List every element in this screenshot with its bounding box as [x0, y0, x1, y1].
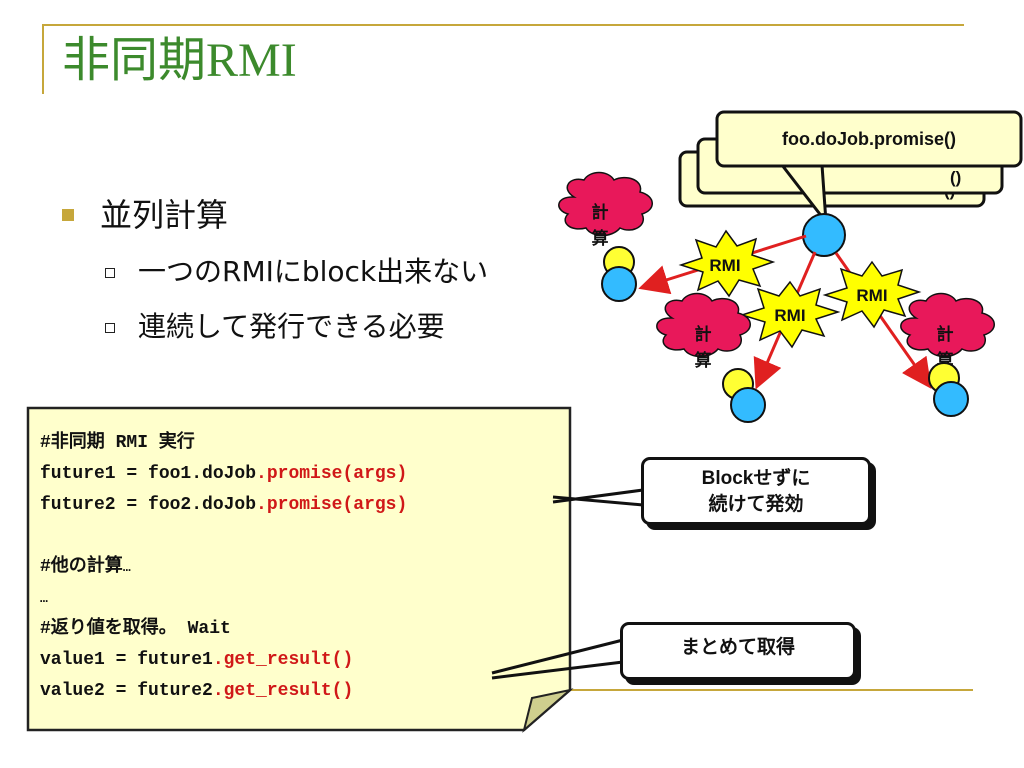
sub-bullet-square-icon: [105, 268, 115, 278]
node-blue-right: [933, 381, 969, 417]
title-jp: 非同期: [62, 32, 207, 88]
svg-text:RMI: RMI: [774, 306, 805, 325]
code-text: #非同期 RMI 実行: [40, 433, 195, 453]
svg-text:RMI: RMI: [856, 286, 887, 305]
promise-box-back: [678, 150, 986, 208]
code-text: #返り値を取得。 Wait: [40, 619, 231, 639]
node-yellow-right: [928, 362, 960, 394]
code-line: #返り値を取得。 Wait: [40, 614, 407, 645]
rmi-burst-1: RMI: [678, 229, 776, 298]
promise-stack: () () foo.doJob.promise(): [678, 110, 1023, 227]
frame-top-rule: [42, 24, 964, 26]
promise-box-front-text: foo.doJob.promise(): [782, 129, 956, 149]
sub-bullet-consecutive: 連続して発行できる必要: [138, 310, 445, 343]
code-text: #他の計算: [40, 557, 123, 577]
compute-node-middle: 計 算: [656, 292, 766, 423]
node-yellow-middle: [722, 368, 754, 400]
promise-box-back-text: (): [944, 181, 955, 200]
code-method-call: .promise(args): [256, 464, 408, 484]
slide-title: 非同期RMI: [62, 34, 297, 88]
arrow-to-middle: [753, 251, 817, 390]
sub-bullet-no-block: 一つのRMIにblock出来ない: [138, 255, 489, 288]
callout-no-block: Blockせずに 続けて発効: [641, 457, 871, 525]
callout-no-block-line2: 続けて発効: [708, 494, 804, 515]
code-text: …: [40, 591, 48, 606]
bullet-square-icon: [62, 209, 74, 221]
code-text: value1 = future1: [40, 650, 213, 670]
arrow-to-left: [638, 234, 807, 295]
code-line: value2 = future2.get_result(): [40, 676, 407, 707]
code-method-call: .get_result(): [212, 681, 354, 701]
code-line: future2 = foo2.doJob.promise(args): [40, 490, 407, 521]
promise-box-front: [715, 110, 1023, 168]
code-text: future1 = foo1.doJob: [40, 464, 257, 484]
central-node: [802, 213, 846, 257]
svg-text:算: 算: [694, 350, 712, 370]
node-blue-left: [601, 266, 637, 302]
compute-cloud-middle: [656, 292, 751, 358]
code-text: value2 = future2: [40, 681, 213, 701]
title-rmi: RMI: [206, 34, 297, 87]
code-line: value1 = future1.get_result(): [40, 645, 407, 676]
frame-bottom-rule: [568, 689, 973, 691]
code-line: [40, 521, 407, 552]
code-line: #他の計算…: [40, 552, 407, 583]
node-blue-middle: [730, 387, 766, 423]
compute-node-left: 計 算: [558, 171, 653, 302]
svg-text:算: 算: [591, 228, 609, 248]
promise-box-mid: [696, 137, 1004, 195]
svg-text:算: 算: [936, 350, 954, 370]
code-method-call: .promise(args): [256, 495, 408, 515]
code-line: future1 = foo1.doJob.promise(args): [40, 459, 407, 490]
rmi-burst-3: RMI: [822, 260, 922, 329]
svg-text:計: 計: [592, 202, 609, 222]
node-yellow-left: [603, 246, 635, 278]
code-line: #非同期 RMI 実行: [40, 428, 407, 459]
promise-box-mid-text: (): [950, 168, 961, 187]
svg-text:計: 計: [937, 324, 954, 344]
code-text: …: [122, 560, 131, 575]
arrow-to-right: [834, 252, 932, 389]
svg-text:計: 計: [695, 324, 712, 344]
code-text: future2 = foo2.doJob: [40, 495, 257, 515]
promise-pointer: [778, 163, 828, 227]
frame-left-rule: [42, 24, 44, 94]
svg-text:RMI: RMI: [709, 256, 740, 275]
code-line: …: [40, 583, 407, 614]
callout-no-block-line1: Blockせずに: [701, 468, 811, 489]
sub-bullet-square-icon: [105, 323, 115, 333]
callout-collect-results: まとめて取得: [620, 622, 856, 680]
rmi-arrows: [638, 234, 932, 390]
compute-cloud-right: [900, 292, 995, 358]
rmi-burst-2: RMI: [739, 280, 841, 349]
code-method-call: .get_result(): [212, 650, 354, 670]
bullet-parallel-compute: 並列計算: [100, 196, 229, 234]
compute-cloud-left: [558, 171, 653, 237]
compute-node-right: 計 算: [900, 292, 995, 417]
